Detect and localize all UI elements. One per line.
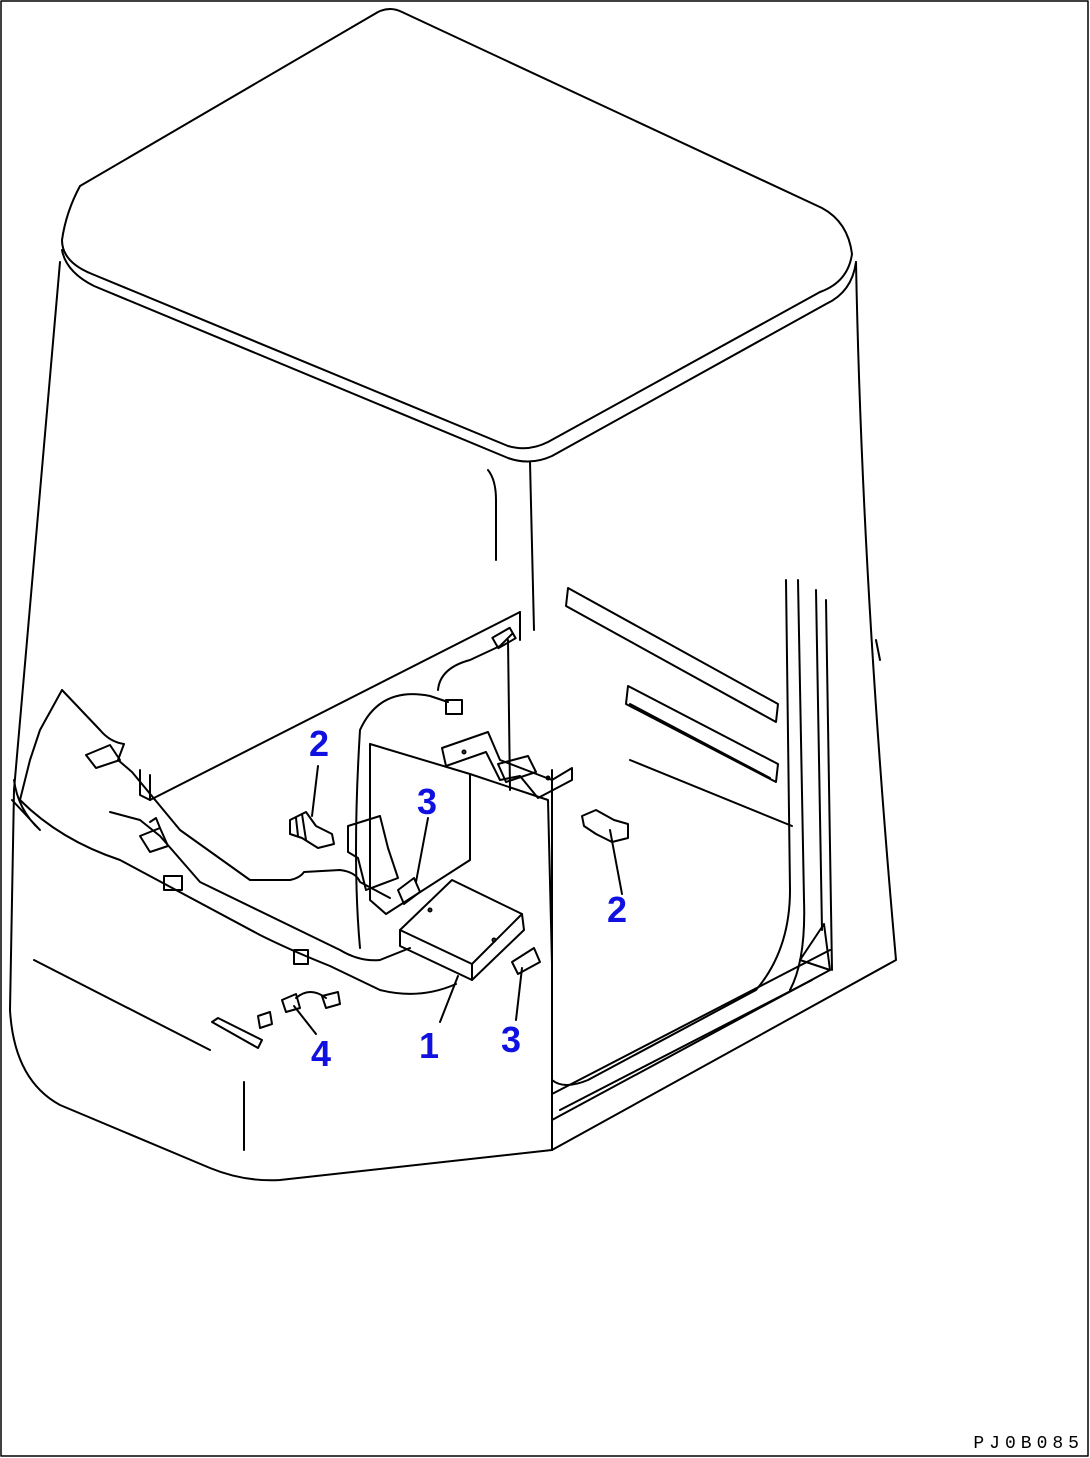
callout-item-2-left: 2 bbox=[308, 723, 330, 764]
controller-dot-1 bbox=[427, 907, 433, 913]
leader-4 bbox=[293, 1005, 317, 1035]
bracket-left bbox=[347, 815, 399, 891]
interior-line-1 bbox=[629, 759, 793, 827]
door-corner-bracket bbox=[799, 923, 831, 971]
callout-item-1: 1 bbox=[418, 1025, 440, 1066]
callout-item-4: 4 bbox=[310, 1033, 332, 1074]
bracket-upper bbox=[441, 731, 573, 799]
bracket-hole-a bbox=[461, 749, 467, 755]
drawing-code: PJ0B085 bbox=[973, 1434, 1084, 1454]
bracket-upper-window bbox=[497, 755, 537, 783]
switch-left-ridges bbox=[295, 813, 307, 841]
console-bracket-small bbox=[85, 744, 151, 801]
door-sill bbox=[551, 949, 831, 1111]
floor-panel bbox=[61, 689, 391, 899]
leader-2-right bbox=[609, 829, 623, 895]
controller-box bbox=[399, 879, 525, 981]
floor-panel-upper bbox=[19, 689, 63, 801]
connector-harness-b bbox=[293, 949, 309, 965]
cab-left-side bbox=[9, 261, 553, 1182]
connector-mid bbox=[445, 699, 463, 715]
harness-plug bbox=[139, 817, 169, 853]
callout-item-3-lower: 3 bbox=[500, 1019, 522, 1060]
front-lower-line-2 bbox=[33, 959, 211, 1051]
callout-item-3-upper: 3 bbox=[416, 781, 438, 822]
callout-item-2-right: 2 bbox=[606, 889, 628, 930]
connector-item4 bbox=[257, 991, 341, 1029]
cab-roof bbox=[61, 8, 853, 450]
wire-harness-top bbox=[437, 633, 513, 691]
mount-panel-top bbox=[369, 743, 471, 775]
interior-strip-1 bbox=[565, 587, 779, 723]
cab-roof-edge bbox=[61, 249, 857, 463]
cab-left-side-inner bbox=[11, 779, 41, 831]
connector-item4-wire bbox=[295, 991, 327, 999]
door-frame-left bbox=[487, 461, 535, 631]
front-lower-curve bbox=[19, 799, 457, 995]
leader-2-left bbox=[311, 765, 319, 817]
leader-3-upper bbox=[415, 817, 429, 883]
interior-line-2 bbox=[629, 703, 771, 779]
connector-harness-a bbox=[163, 875, 183, 891]
switch-right bbox=[581, 809, 629, 843]
cab-right-side bbox=[551, 261, 897, 1151]
leader-1 bbox=[439, 975, 459, 1023]
cab-right-edge-mark bbox=[875, 639, 881, 661]
connector-item4-plate bbox=[211, 1017, 263, 1049]
wire-vertical bbox=[507, 639, 511, 791]
bracket-clip-upper bbox=[397, 877, 421, 905]
connector-top bbox=[491, 626, 517, 650]
leader-3-lower bbox=[515, 967, 523, 1021]
wire-harness-up bbox=[355, 693, 449, 949]
floor-divider-line bbox=[149, 611, 521, 801]
controller-box-top bbox=[399, 913, 523, 965]
wire-harness-main bbox=[109, 811, 411, 962]
interior-strip-2 bbox=[625, 685, 779, 783]
mount-panel bbox=[369, 743, 553, 965]
bracket-hole-b bbox=[545, 775, 551, 781]
controller-dot-2 bbox=[491, 937, 497, 943]
bracket-clip-lower bbox=[511, 947, 541, 975]
switch-left bbox=[289, 811, 335, 849]
